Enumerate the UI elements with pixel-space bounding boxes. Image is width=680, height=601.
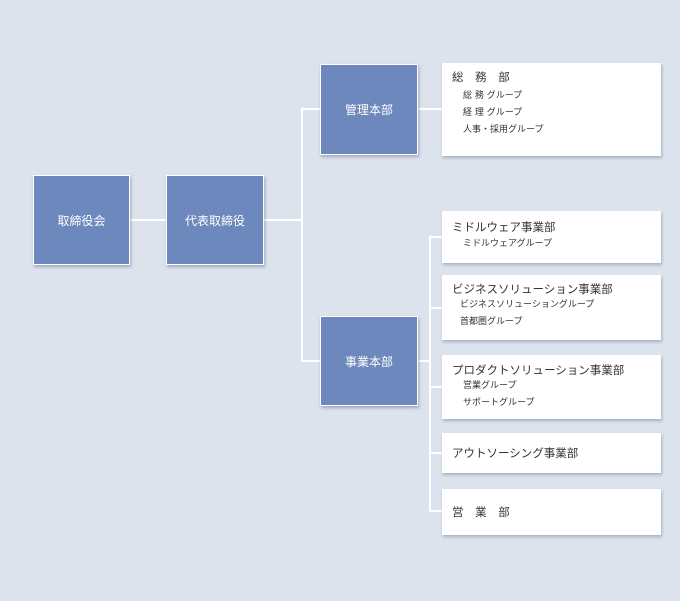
division-label: 管理本部 <box>344 103 393 117</box>
group-name: 首都圏グループ <box>460 317 523 327</box>
department-name: ミドルウェア事業部 <box>452 220 556 234</box>
group-name: サポートグループ <box>463 398 535 408</box>
connector-dept-1 <box>429 236 443 238</box>
connector-board-ceo <box>129 219 167 221</box>
group-name: 総 務 グループ <box>463 91 523 101</box>
department-box-business-solution: ビジネスソリューション事業部 ビジネスソリューショングループ 首都圏グループ <box>442 275 661 340</box>
department-name: ビジネスソリューション事業部 <box>452 282 613 296</box>
board-label: 取締役会 <box>57 213 106 228</box>
ceo-node: 代表取締役 <box>166 175 264 265</box>
department-box-general-affairs: 総 務 部 総 務 グループ 経 理 グループ 人事・採用グループ <box>442 63 661 156</box>
department-name: 総 務 部 <box>452 70 514 84</box>
connector-to-division-admin <box>301 108 321 110</box>
department-box-middleware: ミドルウェア事業部 ミドルウェアグループ <box>442 211 661 263</box>
department-name: プロダクトソリューション事業部 <box>452 363 625 377</box>
department-name: アウトソーシング事業部 <box>452 446 579 460</box>
group-name: 営業グループ <box>463 381 517 391</box>
department-name: 営 業 部 <box>452 505 514 519</box>
group-name: 経 理 グループ <box>463 108 523 118</box>
connector-dept-4 <box>429 452 443 454</box>
division-label: 事業本部 <box>344 354 393 369</box>
board-node: 取締役会 <box>33 175 130 265</box>
department-box-outsourcing: アウトソーシング事業部 <box>442 433 661 473</box>
connector-ceo-trunk <box>263 219 302 221</box>
division-node-business: 事業本部 <box>320 316 418 406</box>
group-name: 人事・採用グループ <box>463 125 544 135</box>
connector-dept-5 <box>429 510 443 512</box>
connector-business-out <box>417 360 430 362</box>
department-box-sales: 営 業 部 <box>442 489 661 535</box>
group-name: ミドルウェアグループ <box>463 239 553 249</box>
connector-dept-3 <box>429 386 443 388</box>
ceo-label: 代表取締役 <box>184 213 245 228</box>
group-name: ビジネスソリューショングループ <box>460 300 595 310</box>
connector-dept-trunk <box>429 236 431 512</box>
department-box-product-solution: プロダクトソリューション事業部 営業グループ サポートグループ <box>442 355 661 419</box>
connector-dept-2 <box>429 307 443 309</box>
division-node-admin: 管理本部 <box>320 64 418 155</box>
connector-admin-dept <box>417 108 443 110</box>
connector-to-division-business <box>301 360 321 362</box>
connector-division-trunk <box>301 108 303 362</box>
